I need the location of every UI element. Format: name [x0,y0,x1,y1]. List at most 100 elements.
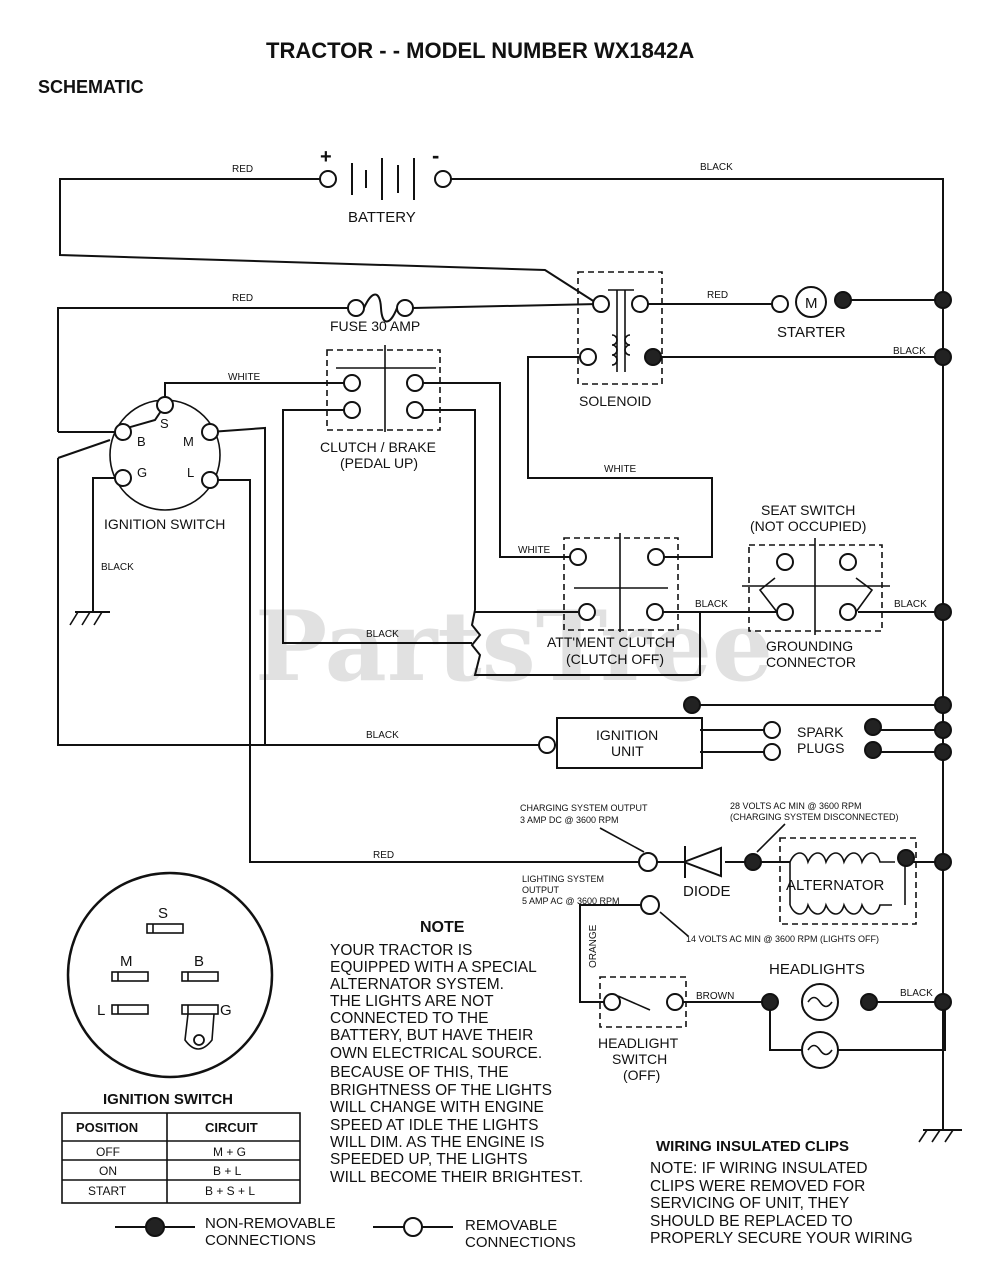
detail-b: B [194,953,204,970]
table-cell: B + L [213,1164,242,1178]
terminal-b: B [137,434,146,449]
note-line: BATTERY, BUT HAVE THEIR [330,1027,533,1044]
grounding-label: GROUNDING [766,638,853,654]
seat-switch: SEAT SWITCH (NOT OCCUPIED) GROUNDING CON… [742,502,927,670]
switch-position-table: POSITION CIRCUIT OFF M + G ON B + L STAR… [61,1112,301,1204]
detail-g: G [220,1002,232,1019]
lighting-annotation-2: OUTPUT [522,885,560,895]
wire-label: RED [232,164,253,175]
clips-heading: WIRING INSULATED CLIPS [656,1138,849,1155]
detail-m: M [120,953,133,970]
detail-l: L [97,1002,105,1019]
legend-removable-2: CONNECTIONS [465,1234,576,1251]
battery-label: BATTERY [348,209,416,226]
diode-label: DIODE [683,883,731,900]
wire-label: BLACK [700,162,733,173]
table-header: CIRCUIT [205,1120,258,1135]
wire-label: WHITE [518,545,551,556]
seat-switch-sublabel: (NOT OCCUPIED) [750,518,866,534]
lighting-annotation: LIGHTING SYSTEM [522,874,604,884]
note-line: ALTERNATOR SYSTEM. [330,976,504,993]
battery: + - BATTERY RED BLACK [232,143,733,226]
headlight-circuit: ORANGE HEADLIGHT SWITCH (OFF) BROWN HEAD… [588,924,933,1083]
headlights-label: HEADLIGHTS [769,961,865,978]
legend-non-removable-2: CONNECTIONS [205,1232,316,1249]
clips-line: SHOULD BE REPLACED TO [650,1213,853,1230]
volts28-annotation-2: (CHARGING SYSTEM DISCONNECTED) [730,812,899,822]
table-cell: START [88,1184,127,1198]
clips-line: NOTE: IF WIRING INSULATED [650,1160,868,1177]
watermark: PartsTree [255,590,773,703]
note-line: SPEED AT IDLE THE LIGHTS [330,1117,538,1134]
schematic-label: SCHEMATIC [38,77,144,97]
solenoid: SOLENOID RED BLACK [577,271,926,409]
attment-clutch-label: ATT'MENT CLUTCH [547,634,675,650]
table-header: POSITION [76,1120,138,1135]
ignition-switch: S B M G L IGNITION SWITCH BLACK BLACK [101,396,399,640]
alternator-label: ALTERNATOR [786,877,885,894]
wire-label-orange: ORANGE [588,924,599,968]
note-line: THE LIGHTS ARE NOT [330,993,494,1010]
legend-non-removable: NON-REMOVABLE [205,1215,336,1232]
note-line: WILL BECOME THEIR BRIGHTEST. [330,1169,583,1186]
wire-label: WHITE [228,372,261,383]
spark-plugs-sublabel: PLUGS [797,740,844,756]
legend-removable: REMOVABLE [465,1217,557,1234]
wire-label: BLACK [101,562,134,573]
page-title: TRACTOR - - MODEL NUMBER WX1842A [266,38,694,63]
motor-symbol: M [805,295,818,312]
note-line: BECAUSE OF THIS, THE [330,1064,509,1081]
table-cell: OFF [96,1145,120,1159]
wire-label: BLACK [900,988,933,999]
clutch-brake-label: CLUTCH / BRAKE [320,439,436,455]
starter: M STARTER [771,286,852,341]
detail-s: S [158,905,168,922]
battery-minus: - [432,143,439,168]
wire-label: BROWN [696,991,734,1002]
fuse: FUSE 30 AMP RED [232,293,420,334]
note-block: NOTE YOUR TRACTOR IS EQUIPPED WITH A SPE… [330,919,583,1186]
headlight-switch-label: HEADLIGHT [598,1035,679,1051]
ignition-detail-title: IGNITION SWITCH [103,1091,233,1108]
terminal-s: S [160,416,169,431]
terminal-m: M [183,434,194,449]
ignition-switch-detail: S M B L G IGNITION SWITCH [66,871,274,1108]
ignition-switch-label: IGNITION SWITCH [104,516,225,532]
volts28-annotation: 28 VOLTS AC MIN @ 3600 RPM [730,801,862,811]
note-line: WILL DIM. AS THE ENGINE IS [330,1134,544,1151]
charging-annotation: CHARGING SYSTEM OUTPUT [520,803,648,813]
seat-switch-label: SEAT SWITCH [761,502,855,518]
note-line: WILL CHANGE WITH ENGINE [330,1099,544,1116]
headlight-switch-sublabel: SWITCH [612,1051,667,1067]
lighting-annotation-3: 5 AMP AC @ 3600 RPM [522,896,620,906]
wire-label: RED [373,850,394,861]
note-line: EQUIPPED WITH A SPECIAL [330,959,537,976]
headlight-switch-state: (OFF) [623,1067,660,1083]
spark-plugs-label: SPARK [797,724,844,740]
clutch-brake-switch: CLUTCH / BRAKE (PEDAL UP) WHITE WHITE [228,345,637,475]
terminal-l: L [187,465,194,480]
clips-line: PROPERLY SECURE YOUR WIRING [650,1230,913,1247]
wire-label: BLACK [894,599,927,610]
table-cell: B + S + L [205,1184,255,1198]
charging-annotation-2: 3 AMP DC @ 3600 RPM [520,815,619,825]
note-line: OWN ELECTRICAL SOURCE. [330,1045,542,1062]
ignition-unit-label: IGNITION [596,727,658,743]
terminal-g: G [137,465,147,480]
attachment-clutch-switch: ATT'MENT CLUTCH (CLUTCH OFF) WHITE BLACK [518,533,728,667]
starter-label: STARTER [777,324,846,341]
fuse-label: FUSE 30 AMP [330,318,420,334]
grounding-sublabel: CONNECTOR [766,654,856,670]
note-line: CONNECTED TO THE [330,1010,488,1027]
clips-note: WIRING INSULATED CLIPS NOTE: IF WIRING I… [650,1138,913,1247]
table-cell: ON [99,1164,117,1178]
note-line: SPEEDED UP, THE LIGHTS [330,1151,528,1168]
ground-bus-connections [934,291,952,1011]
wire-label: BLACK [366,730,399,741]
ignition-unit: IGNITION UNIT BLACK SPARK PLUGS [366,696,882,769]
wire-label: BLACK [695,599,728,610]
note-line: BRIGHTNESS OF THE LIGHTS [330,1082,552,1099]
wire-label: BLACK [893,346,926,357]
wire-label: RED [232,293,253,304]
